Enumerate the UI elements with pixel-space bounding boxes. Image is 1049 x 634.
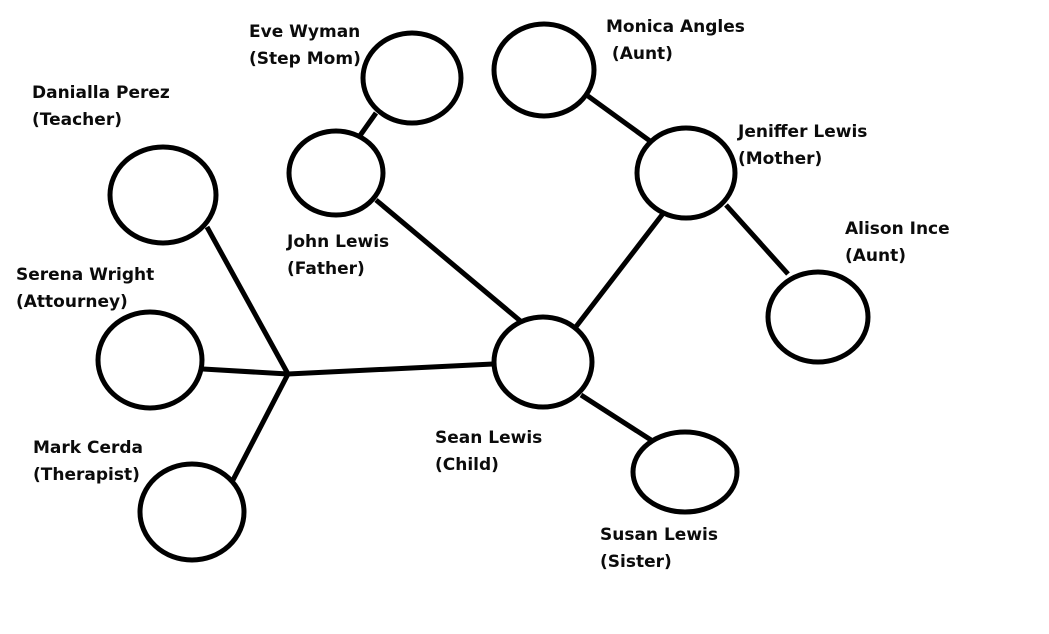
node-john[interactable]: [286, 128, 386, 218]
node-name: Jeniffer Lewis: [738, 122, 868, 142]
node-role: (Father): [287, 259, 365, 279]
node-danialla[interactable]: [107, 144, 219, 246]
edge-hub-serena: [202, 366, 289, 377]
node-alison[interactable]: [765, 269, 871, 365]
node-name: Danialla Perez: [32, 83, 170, 103]
label-susan: Susan Lewis (Sister): [600, 522, 718, 576]
edge-hub-mark: [230, 372, 291, 482]
node-susan[interactable]: [630, 429, 740, 515]
node-name: Monica Angles: [606, 17, 745, 37]
label-monica: Monica Angles (Aunt): [606, 14, 745, 68]
edges: [202, 93, 790, 482]
node-name: Serena Wright: [16, 265, 155, 285]
node-name: Susan Lewis: [600, 525, 718, 545]
node-role: (Teacher): [32, 110, 122, 130]
label-danialla: Danialla Perez (Teacher): [32, 80, 170, 134]
label-sean: Sean Lewis (Child): [435, 425, 542, 479]
node-monica[interactable]: [491, 21, 597, 119]
node-name: John Lewis: [287, 232, 390, 252]
edge-jeniffer-alison: [724, 203, 790, 276]
node-eve[interactable]: [360, 30, 464, 126]
nodes: [95, 21, 871, 563]
node-role: (Step Mom): [249, 49, 361, 69]
node-role: (Child): [435, 455, 499, 475]
node-mark[interactable]: [137, 461, 247, 563]
edge-sean-hub: [287, 361, 494, 377]
edge-sean-susan: [579, 392, 653, 443]
edge-monica-jeniffer: [586, 93, 652, 144]
edge-john-sean: [374, 198, 526, 326]
node-name: Sean Lewis: [435, 428, 543, 448]
node-jeniffer[interactable]: [634, 125, 738, 221]
node-name: Eve Wyman: [249, 22, 361, 42]
label-mark: Mark Cerda (Therapist): [33, 435, 143, 489]
label-jeniffer: Jeniffer Lewis (Mother): [738, 119, 867, 173]
label-alison: Alison Ince (Aunt): [845, 216, 950, 270]
node-name: Alison Ince: [845, 219, 950, 239]
node-serena[interactable]: [95, 309, 205, 411]
edge-jeniffer-sean: [573, 209, 667, 330]
node-role: (Attourney): [16, 292, 128, 312]
label-serena: Serena Wright (Attourney): [16, 262, 154, 316]
label-john: John Lewis (Father): [287, 229, 389, 283]
node-role: (Aunt): [845, 246, 907, 266]
node-role: (Aunt): [606, 44, 673, 64]
node-role: (Sister): [600, 552, 672, 572]
node-role: (Therapist): [33, 465, 140, 485]
edge-hub-danialla: [204, 225, 291, 376]
label-eve: Eve Wyman (Step Mom): [249, 19, 361, 73]
edge-eve-john: [356, 111, 379, 139]
node-sean[interactable]: [491, 314, 595, 410]
node-role: (Mother): [738, 149, 823, 169]
node-name: Mark Cerda: [33, 438, 144, 458]
